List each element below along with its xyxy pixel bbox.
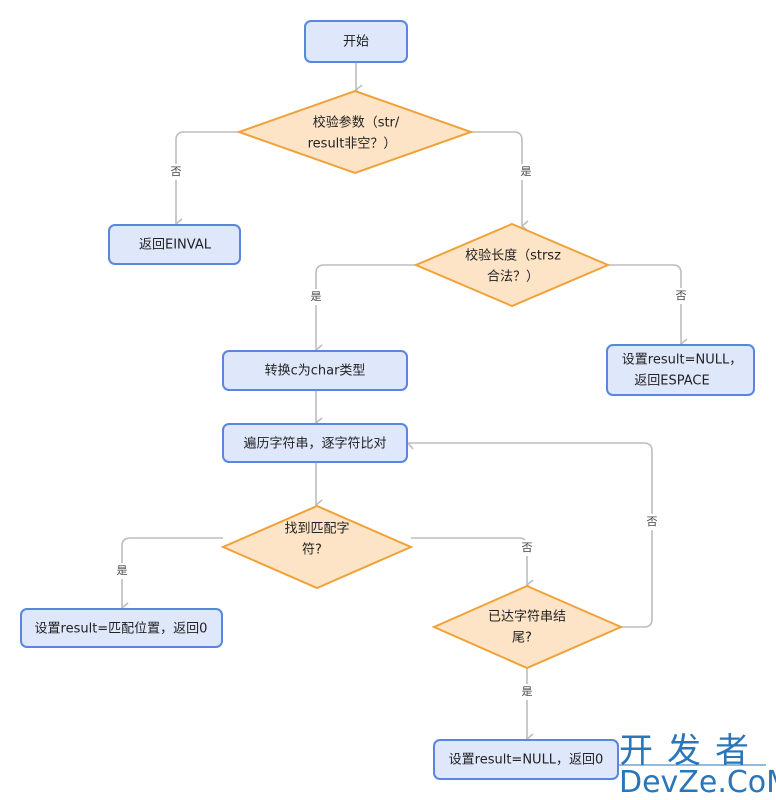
node-end-check-text: 已达字符串结 (488, 609, 566, 625)
node-check-len: 校验长度（strsz 合法？） (413, 222, 611, 308)
edge-check-params-yes (471, 131, 529, 232)
edge-label-yes: 是 (521, 165, 532, 178)
edge-label-no: 否 (522, 541, 533, 554)
node-check-params-text: 校验参数（str/ (313, 115, 400, 131)
edge-found-yes (120, 537, 223, 614)
node-check-params-text: result非空？） (308, 137, 397, 152)
node-espace-text: 返回ESPACE (634, 374, 709, 389)
node-check-params: 校验参数（str/ result非空？） (235, 89, 475, 175)
node-not-found: 设置result=NULL，返回0 (433, 739, 619, 780)
node-convert-text: 转换c为char类型 (265, 364, 366, 379)
node-check-len-text: 合法？） (487, 270, 539, 285)
node-end-check: 已达字符串结 尾? (431, 584, 624, 670)
node-einval-text: 返回EINVAL (139, 238, 212, 253)
node-check-len-text: 校验长度（strsz (465, 248, 561, 264)
node-einval: 返回EINVAL (108, 224, 241, 265)
node-found: 找到匹配字 符? (220, 504, 414, 590)
edge-labels: 否 是 是 否 是 否 否 是 (114, 164, 689, 700)
edge-label-no: 否 (676, 289, 687, 302)
edge-label-no: 否 (647, 515, 658, 528)
node-espace-text: 设置result=NULL， (622, 353, 742, 368)
node-loop: 遍历字符串，逐字符比对 (222, 423, 408, 463)
edge-check-params-no (174, 131, 239, 230)
node-loop-text: 遍历字符串，逐字符比对 (243, 436, 386, 452)
edge-end-check-no (402, 441, 653, 628)
node-convert: 转换c为char类型 (222, 350, 408, 391)
node-found-result: 设置result=匹配位置，返回0 (20, 608, 223, 648)
node-start: 开始 (304, 20, 408, 63)
node-found-text: 符? (302, 542, 322, 558)
node-start-text: 开始 (343, 35, 369, 50)
edge-found-no (411, 537, 534, 591)
edge-label-no: 否 (171, 165, 182, 178)
edge-check-len-yes (314, 264, 416, 356)
edge-label-yes: 是 (522, 685, 533, 698)
watermark-logo: 开发者 DevZe.CoM (619, 731, 776, 800)
node-not-found-text: 设置result=NULL，返回0 (449, 753, 604, 768)
watermark-line2: DevZe.CoM (619, 765, 776, 800)
node-end-check-text: 尾? (512, 631, 532, 646)
node-espace: 设置result=NULL， 返回ESPACE (606, 344, 755, 396)
edge-check-len-no (608, 264, 688, 350)
watermark-line1: 开发者 (619, 731, 763, 771)
edge-label-yes: 是 (311, 290, 322, 303)
edge-label-yes: 是 (117, 564, 128, 577)
node-found-text: 找到匹配字 (284, 522, 349, 537)
node-found-result-text: 设置result=匹配位置，返回0 (35, 622, 208, 637)
